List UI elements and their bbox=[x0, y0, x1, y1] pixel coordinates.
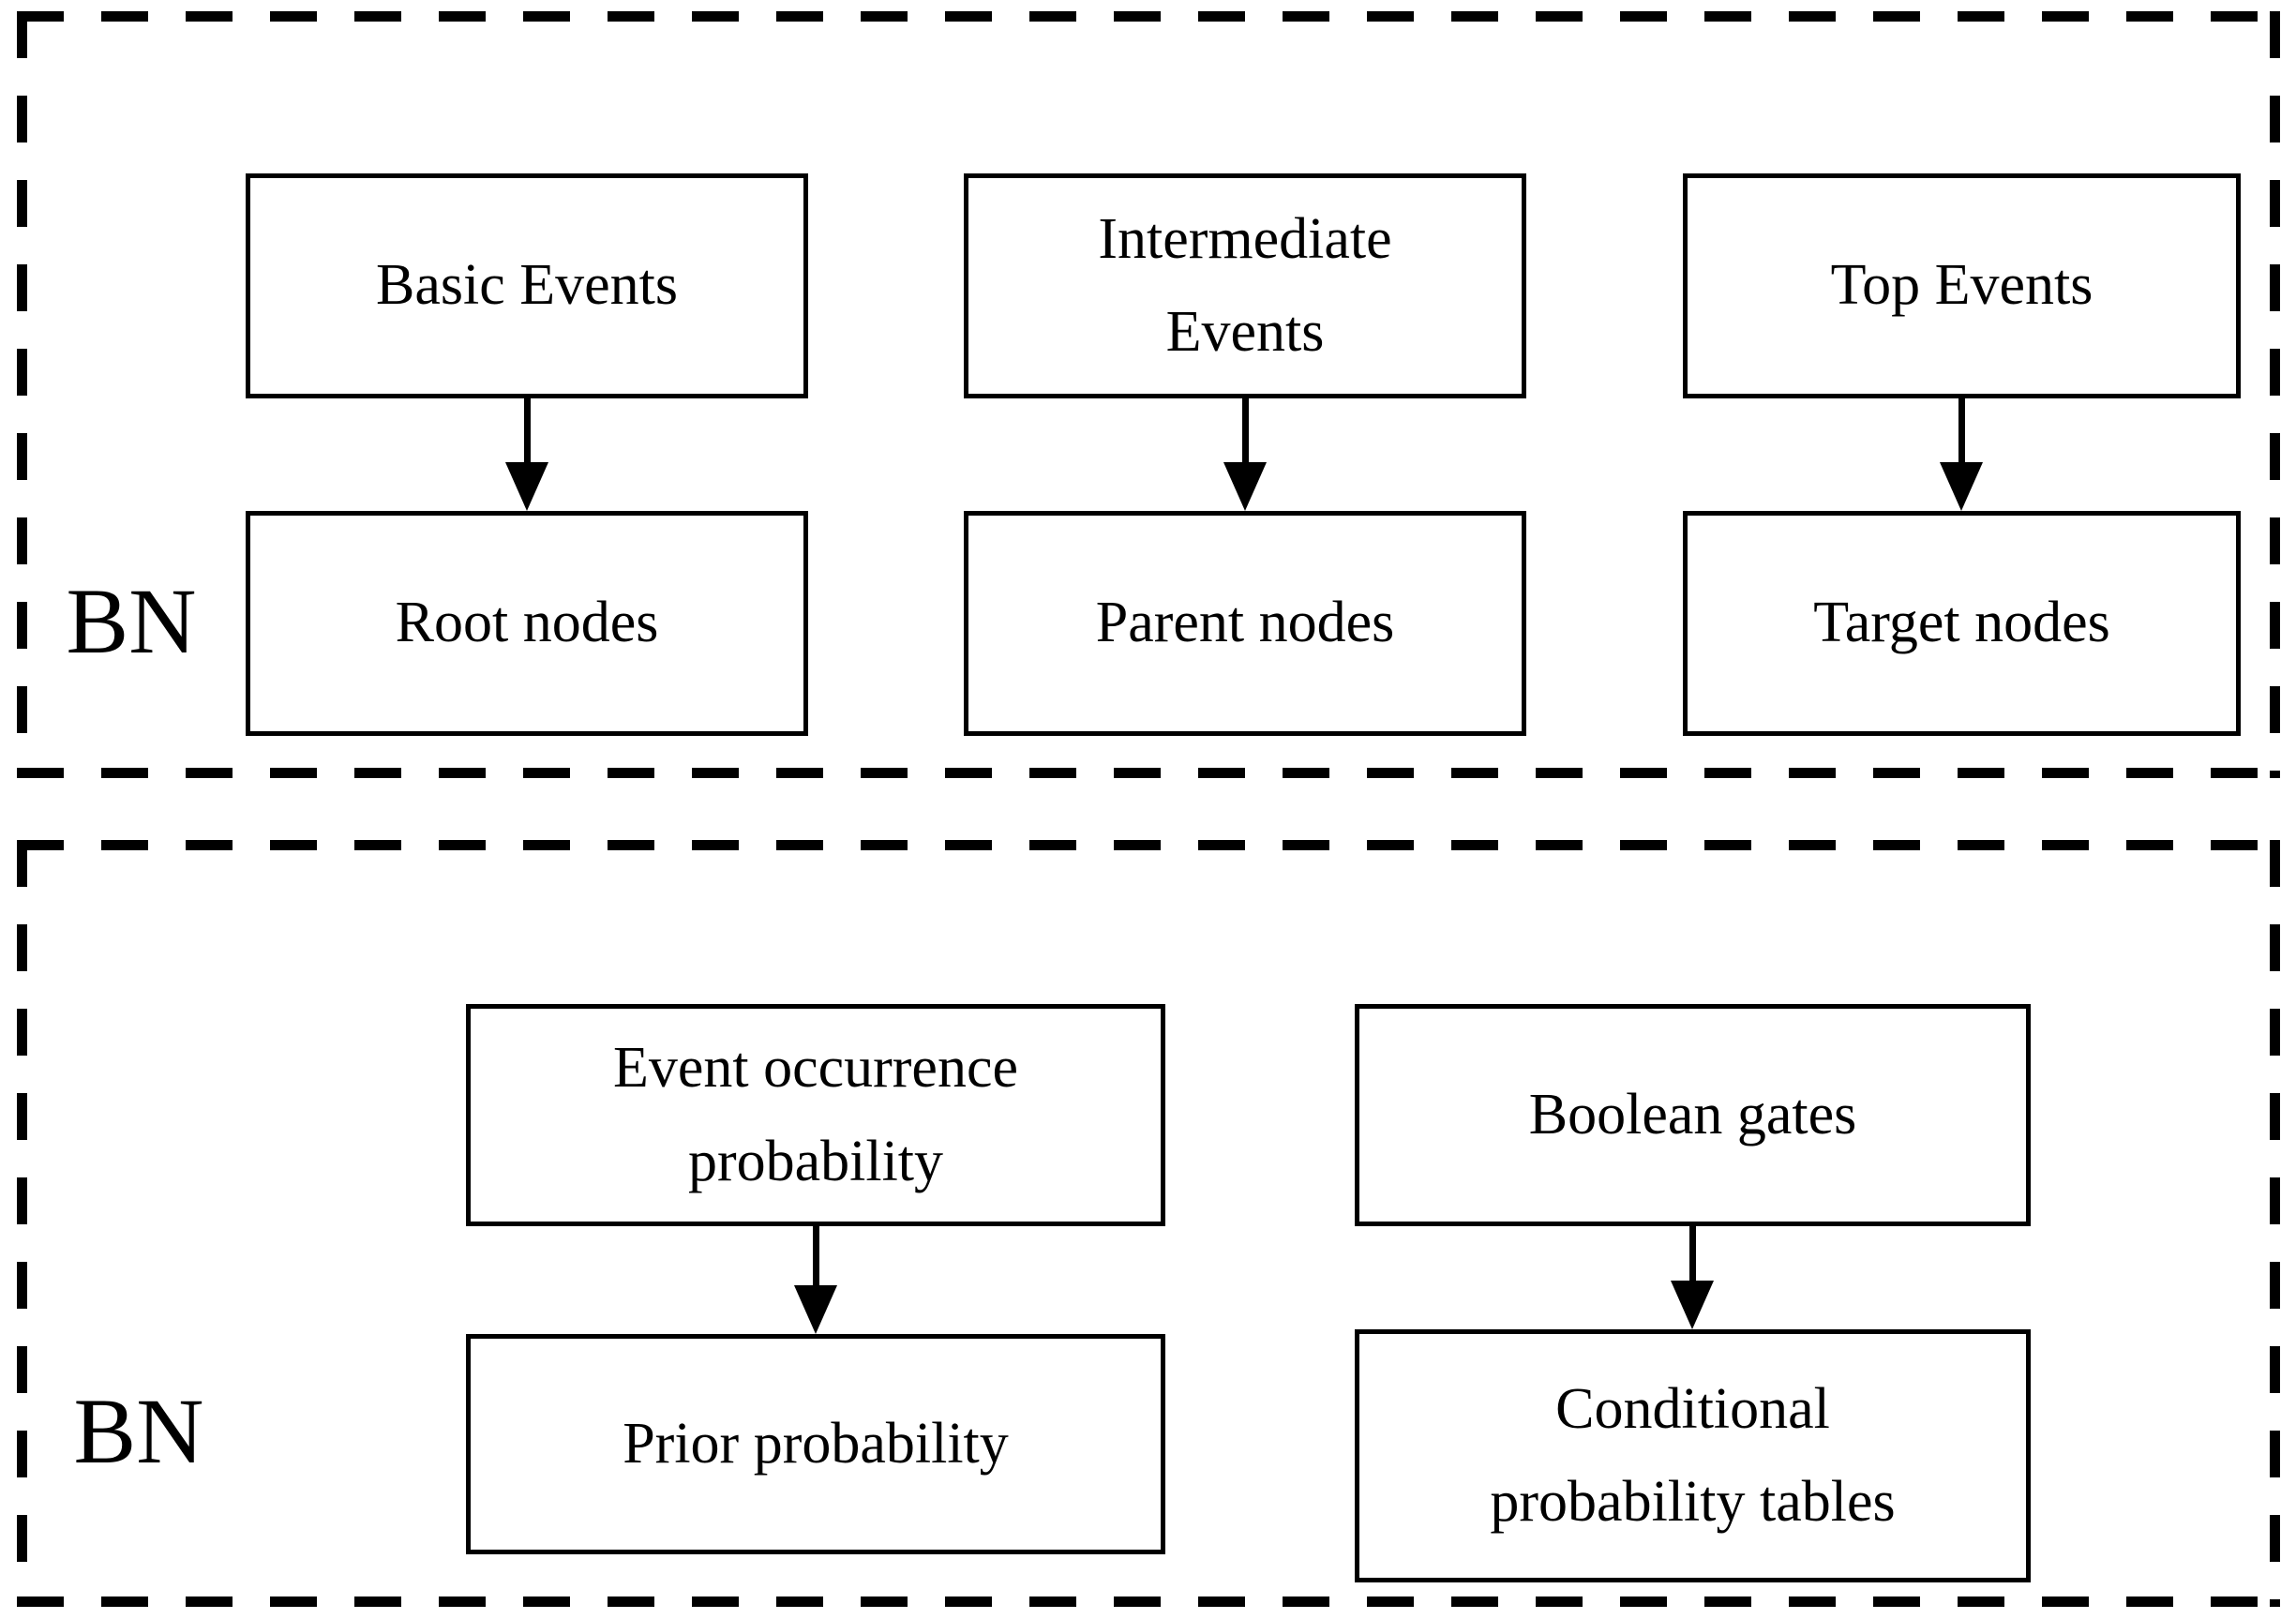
node-conditional-probability-tables: Conditional probability tables bbox=[1355, 1329, 2031, 1582]
node-prior-probability: Prior probability bbox=[466, 1334, 1165, 1554]
node-parent-nodes: Parent nodes bbox=[964, 511, 1526, 736]
arrow-down-icon bbox=[1940, 462, 1983, 511]
down-arrow-occurrence-to-prior bbox=[794, 1226, 837, 1334]
down-arrow-top-to-target bbox=[1940, 398, 1983, 511]
node-basic-events: Basic Events bbox=[246, 173, 808, 398]
down-arrow-gates-to-cpt bbox=[1671, 1226, 1714, 1329]
node-boolean-gates: Boolean gates bbox=[1355, 1004, 2031, 1226]
arrow-stem bbox=[1241, 398, 1249, 462]
bn-label: BN bbox=[66, 569, 197, 673]
arrow-stem bbox=[523, 398, 531, 462]
down-arrow-intermediate-to-parent bbox=[1223, 398, 1267, 511]
arrow-down-icon bbox=[1671, 1281, 1714, 1329]
node-event-occurrence-probability: Event occurrence probability bbox=[466, 1004, 1165, 1226]
bn-mapping-panel-bottom: BN Event occurrence probability Prior pr… bbox=[17, 840, 2280, 1607]
arrow-stem bbox=[812, 1226, 819, 1285]
arrow-stem bbox=[1688, 1226, 1696, 1281]
node-intermediate-events: Intermediate Events bbox=[964, 173, 1526, 398]
down-arrow-basic-to-root bbox=[505, 398, 548, 511]
bn-mapping-panel-top: BN Basic Events Root nodes Intermediate … bbox=[17, 11, 2280, 778]
node-top-events: Top Events bbox=[1683, 173, 2241, 398]
arrow-down-icon bbox=[794, 1285, 837, 1334]
node-root-nodes: Root nodes bbox=[246, 511, 808, 736]
arrow-stem bbox=[1958, 398, 1965, 462]
bn-label: BN bbox=[73, 1379, 204, 1483]
arrow-down-icon bbox=[505, 462, 548, 511]
node-target-nodes: Target nodes bbox=[1683, 511, 2241, 736]
arrow-down-icon bbox=[1223, 462, 1267, 511]
